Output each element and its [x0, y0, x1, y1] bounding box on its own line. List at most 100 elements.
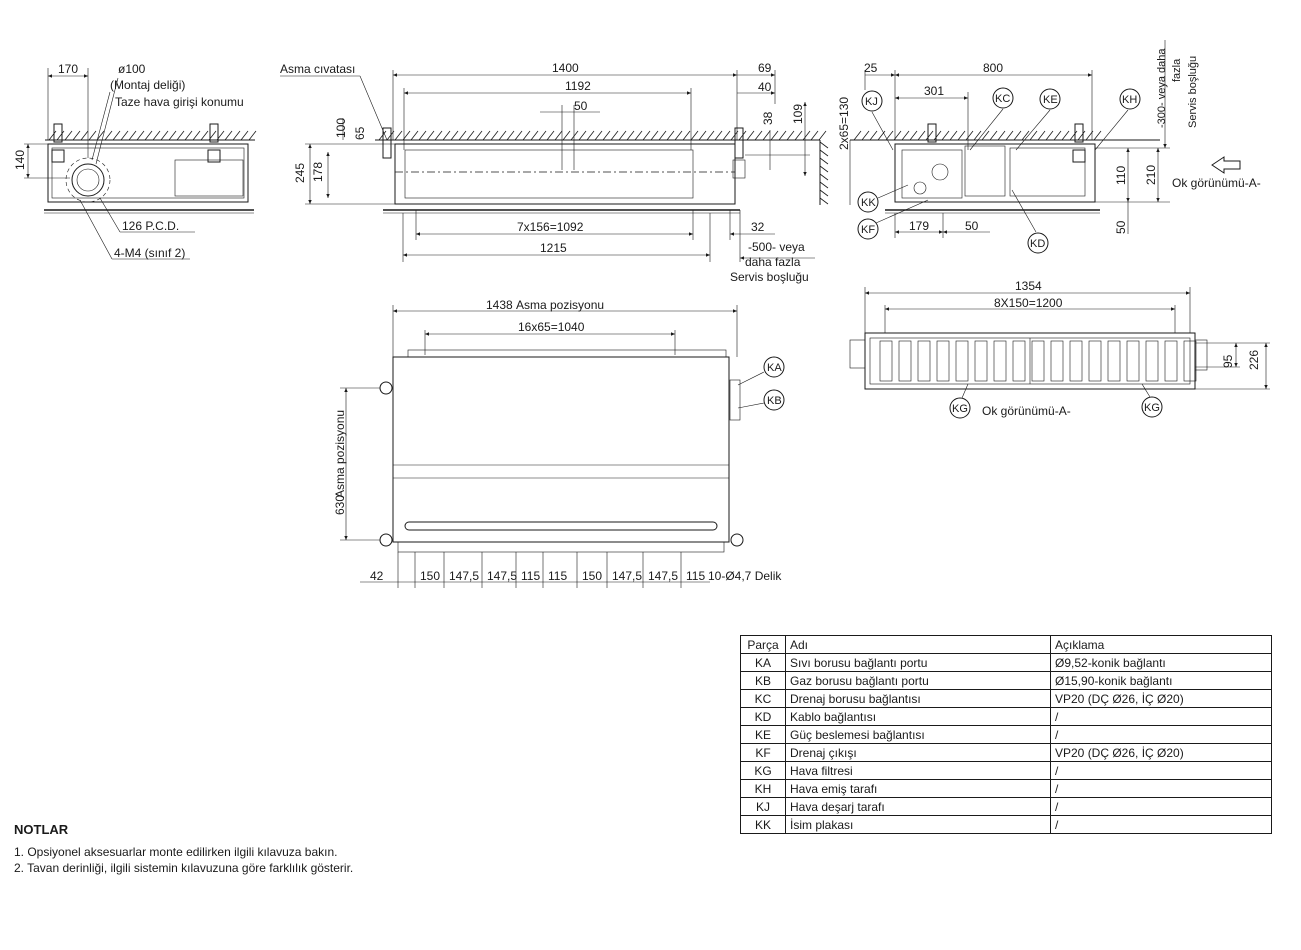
- dim-179: 179: [909, 219, 929, 233]
- svg-text:KC: KC: [995, 93, 1010, 105]
- callout-kc: KC: [969, 87, 1014, 151]
- dim-800: 800: [983, 61, 1003, 75]
- ceiling-hatch: [375, 130, 829, 205]
- dim-630: 630: [333, 495, 347, 515]
- callout-kg-1: KG: [949, 383, 971, 419]
- part-desc: /: [1050, 797, 1272, 816]
- part-desc: VP20 (DÇ Ø26, İÇ Ø20): [1050, 689, 1272, 708]
- dim-8x150: 8X150=1200: [994, 296, 1063, 310]
- dim-1354: 1354: [1015, 279, 1042, 293]
- svg-text:KG: KG: [952, 403, 968, 415]
- part-name: Gaz borusu bağlantı portu: [785, 671, 1051, 690]
- bottom-dim-label: 147,5: [487, 569, 517, 583]
- part-desc: Ø9,52-konik bağlantı: [1050, 653, 1272, 672]
- callout-ke: KE: [1015, 88, 1061, 151]
- holes-label: 10-Ø4,7 Delik: [708, 569, 782, 583]
- dim-95: 95: [1221, 354, 1235, 368]
- header-desc: Açıklama: [1050, 635, 1272, 654]
- svg-text:KH: KH: [1122, 94, 1137, 106]
- dim-1215: 1215: [540, 241, 567, 255]
- bottom-dim-label: 42: [370, 569, 384, 583]
- dim-40: 40: [758, 80, 772, 94]
- callout-kb: KB: [737, 389, 785, 411]
- part-name: Hava emiş tarafı: [785, 779, 1051, 798]
- part-name: Hava filtresi: [785, 761, 1051, 780]
- callout-kf: KF: [857, 199, 929, 240]
- hanger-bolt-label: Asma cıvatası: [280, 62, 355, 76]
- vert-service-l1: -300- veya daha: [1156, 48, 1168, 128]
- note-2: 2. Tavan derinliği, ilgili sistemin kıla…: [14, 861, 354, 875]
- callout-kh: KH: [1094, 88, 1141, 151]
- part-desc: /: [1050, 725, 1272, 744]
- note-fresh-air: Taze hava girişi konumu: [115, 95, 244, 109]
- bottom-dim-label: 115: [521, 569, 540, 583]
- part-desc: /: [1050, 707, 1272, 726]
- note-mount-hole: (Montaj deliği): [110, 78, 185, 92]
- dim-2x65: 2x65=130: [837, 97, 851, 150]
- part-code: KG: [740, 761, 786, 780]
- part-name: Kablo bağlantısı: [785, 707, 1051, 726]
- bottom-view: 1438 Asma pozisyonu 16x65=1040 630 Asma …: [333, 298, 782, 588]
- dim-245: 245: [293, 163, 307, 183]
- dim-170: 170: [58, 62, 78, 76]
- dim-140: 140: [13, 150, 27, 170]
- bottom-dim-label: 150: [420, 569, 440, 583]
- filter-ribs: [879, 340, 1197, 382]
- dim-50: 50: [965, 219, 979, 233]
- m4-label: 4-M4 (sınıf 2): [114, 246, 185, 260]
- part-desc: Ø15,90-konik bağlantı: [1050, 671, 1272, 690]
- svg-text:KJ: KJ: [865, 96, 878, 108]
- svg-text:KD: KD: [1030, 238, 1045, 250]
- part-desc: /: [1050, 779, 1272, 798]
- bottom-dim-label: 147,5: [648, 569, 678, 583]
- part-code: KC: [740, 689, 786, 708]
- bottom-dim-label: 147,5: [449, 569, 479, 583]
- callouts: KJ KC KE KH KK KF KD KA KB KG KG: [737, 87, 1163, 419]
- dim-1438: 1438: [486, 298, 513, 312]
- dim-65: 65: [353, 126, 367, 140]
- dim-50: 50: [574, 99, 588, 113]
- header-part: Parça: [740, 635, 786, 654]
- callout-ka: KA: [737, 356, 785, 386]
- dim-109: 109: [791, 104, 805, 124]
- dim-25: 25: [864, 61, 878, 75]
- ceiling-hatch: [850, 130, 1160, 141]
- front-view: 1400 69 1192 40 50 38 109 100 65 245 178…: [280, 61, 829, 284]
- end-view-connections: 25 800 301 2x65=130 110 210 50 -300- vey…: [837, 40, 1261, 238]
- dim-69: 69: [758, 61, 772, 75]
- dim-32: 32: [751, 220, 765, 234]
- part-code: KA: [740, 653, 786, 672]
- dim-301: 301: [924, 84, 944, 98]
- svg-text:KF: KF: [861, 224, 875, 236]
- header-name: Adı: [785, 635, 1051, 654]
- part-code: KE: [740, 725, 786, 744]
- part-code: KJ: [740, 797, 786, 816]
- callout-kj: KJ: [861, 90, 894, 151]
- bottom-dim-label: 147,5: [612, 569, 642, 583]
- parts-table-header: Parça Adı Açıklama: [740, 635, 1272, 654]
- part-name: Hava deşarj tarafı: [785, 797, 1051, 816]
- svg-text:KB: KB: [767, 395, 782, 407]
- dim-210: 210: [1144, 165, 1158, 185]
- part-desc: /: [1050, 761, 1272, 780]
- ceiling-hatch: [45, 130, 257, 141]
- part-code: KK: [740, 815, 786, 834]
- svg-text:KK: KK: [861, 197, 876, 209]
- arrow-view-label-2: Ok görünümü-A-: [982, 404, 1071, 418]
- dim-226: 226: [1247, 350, 1261, 370]
- part-name: İsim plakası: [785, 815, 1051, 834]
- svg-text:KG: KG: [1144, 402, 1160, 414]
- svg-text:KA: KA: [767, 362, 782, 374]
- dim-7x156: 7x156=1092: [517, 220, 584, 234]
